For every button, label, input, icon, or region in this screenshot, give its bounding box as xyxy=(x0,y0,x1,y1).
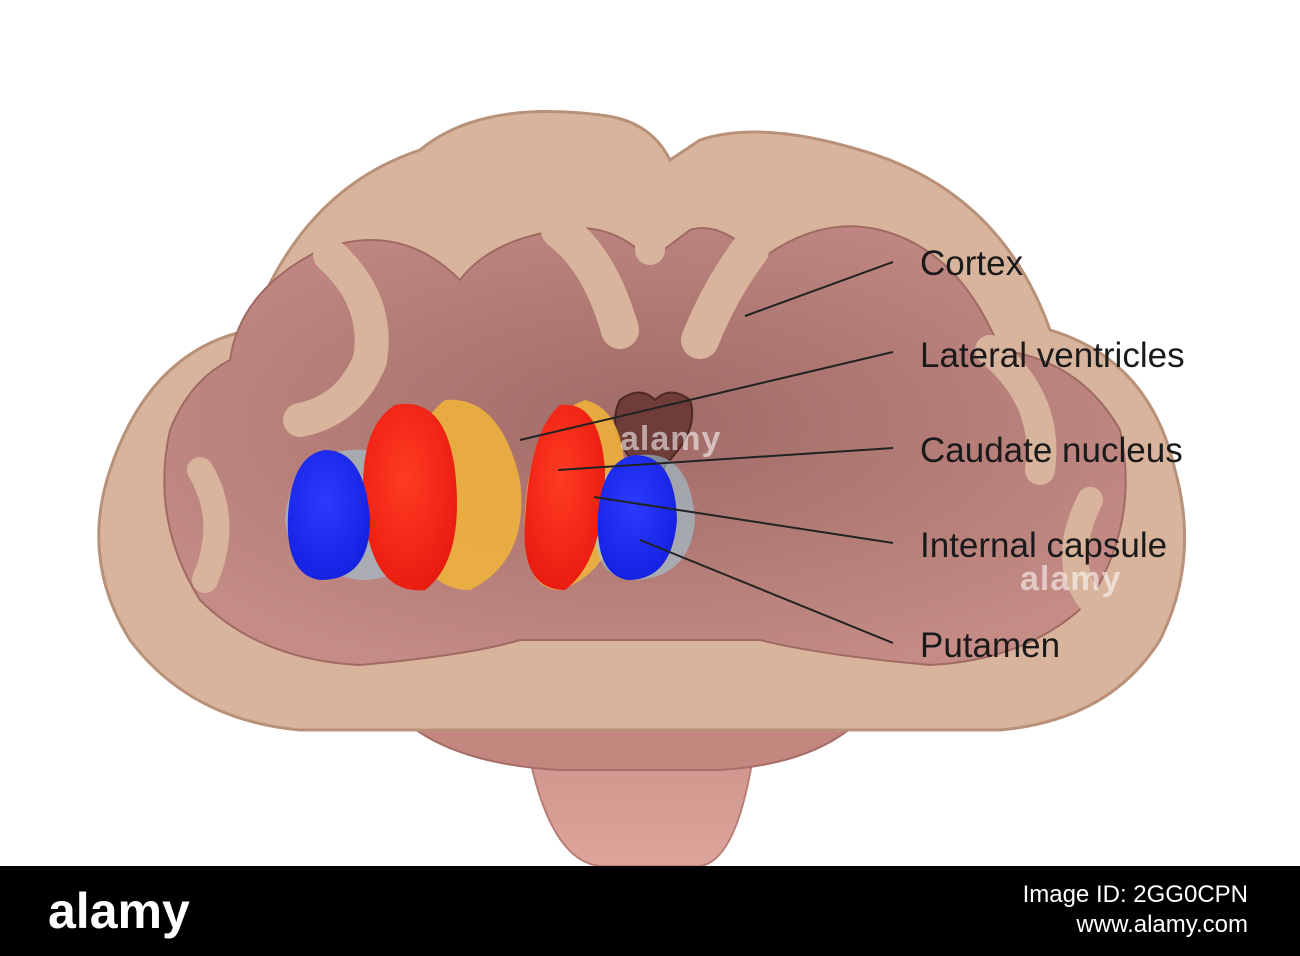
left-putamen xyxy=(287,450,370,580)
label-lateral-ventricles: Lateral ventricles xyxy=(920,336,1185,375)
watermark: alamy xyxy=(150,280,252,318)
site-url: www.alamy.com xyxy=(1076,911,1248,938)
footer-logo: alamy xyxy=(48,883,190,939)
pointer-caudate-nucleus xyxy=(557,447,894,471)
label-internal-capsule: Internal capsule xyxy=(920,526,1168,565)
footer-meta: Image ID: 2GG0CPN www.alamy.com xyxy=(1023,880,1248,940)
watermark: alamy xyxy=(1020,560,1122,598)
left-caudate xyxy=(363,403,457,591)
pointer-internal-capsule xyxy=(593,496,894,544)
label-putamen: Putamen xyxy=(920,626,1061,665)
label-caudate-nucleus: Caudate nucleus xyxy=(920,431,1183,470)
label-cortex: Cortex xyxy=(920,244,1024,283)
watermark: alamy xyxy=(620,420,722,458)
pointer-cortex xyxy=(744,261,894,317)
right-putamen xyxy=(597,455,677,580)
right-caudate xyxy=(524,404,605,590)
image-id: Image ID: 2GG0CPN xyxy=(1022,881,1248,908)
pointer-putamen xyxy=(639,539,894,644)
footer-bar: alamy Image ID: 2GG0CPN www.alamy.com xyxy=(0,866,1300,956)
brain-coronal-section-illustration xyxy=(97,110,1187,866)
pointer-lateral-ventricles xyxy=(519,351,894,441)
